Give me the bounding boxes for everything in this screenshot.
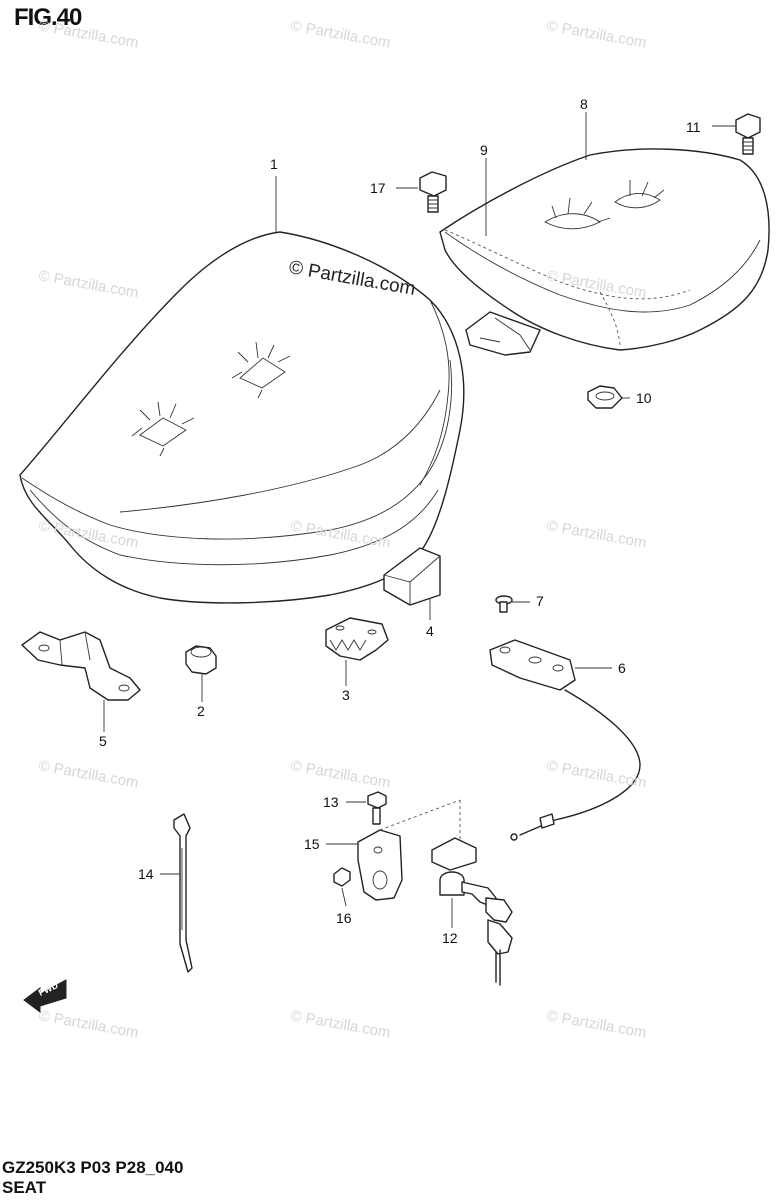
plate-15-part	[357, 799, 461, 901]
bolt-13-part	[367, 791, 387, 825]
callout-5: 5	[99, 733, 107, 749]
callout-6: 6	[618, 660, 626, 676]
rear-seat-part	[439, 148, 770, 356]
callout-12: 12	[442, 930, 458, 946]
callout-13: 13	[323, 794, 339, 810]
figure-label: FIG.40	[14, 4, 82, 31]
callout-3: 3	[342, 687, 350, 703]
screw-7-part	[495, 595, 513, 613]
grommet-10-part	[587, 385, 623, 409]
callout-4: 4	[426, 623, 434, 639]
callout-15: 15	[304, 836, 320, 852]
cushion-2-part	[185, 645, 217, 675]
diagram-name: SEAT	[2, 1178, 47, 1197]
bracket-5-part	[21, 631, 141, 701]
callout-11: 11	[686, 119, 701, 135]
callout-2: 2	[197, 703, 205, 719]
callout-17: 17	[370, 180, 386, 196]
bolt-11-part	[735, 113, 761, 155]
diagram-code: GZ250K3 P03 P28_040	[2, 1158, 184, 1177]
main-seat-part	[19, 231, 465, 604]
fwd-arrow-icon	[23, 979, 67, 1013]
lock-12-part	[431, 837, 513, 986]
callout-14: 14	[138, 866, 154, 882]
dimple-rear	[131, 401, 195, 457]
callout-1: 1	[270, 156, 278, 172]
callout-9: 9	[480, 142, 488, 158]
screw-16-part	[333, 867, 351, 887]
stopper-3-part	[325, 617, 389, 661]
callout-10: 10	[636, 390, 652, 406]
cushion-part	[383, 547, 441, 606]
callout-7: 7	[536, 593, 544, 609]
cable-holder-6-part	[489, 639, 641, 841]
callout-8: 8	[580, 96, 588, 112]
tie-strap-14-part	[173, 813, 193, 973]
leader-lines	[103, 112, 736, 928]
callout-16: 16	[336, 910, 352, 926]
dimple-front	[231, 341, 291, 399]
bolt-17-part	[419, 171, 447, 213]
